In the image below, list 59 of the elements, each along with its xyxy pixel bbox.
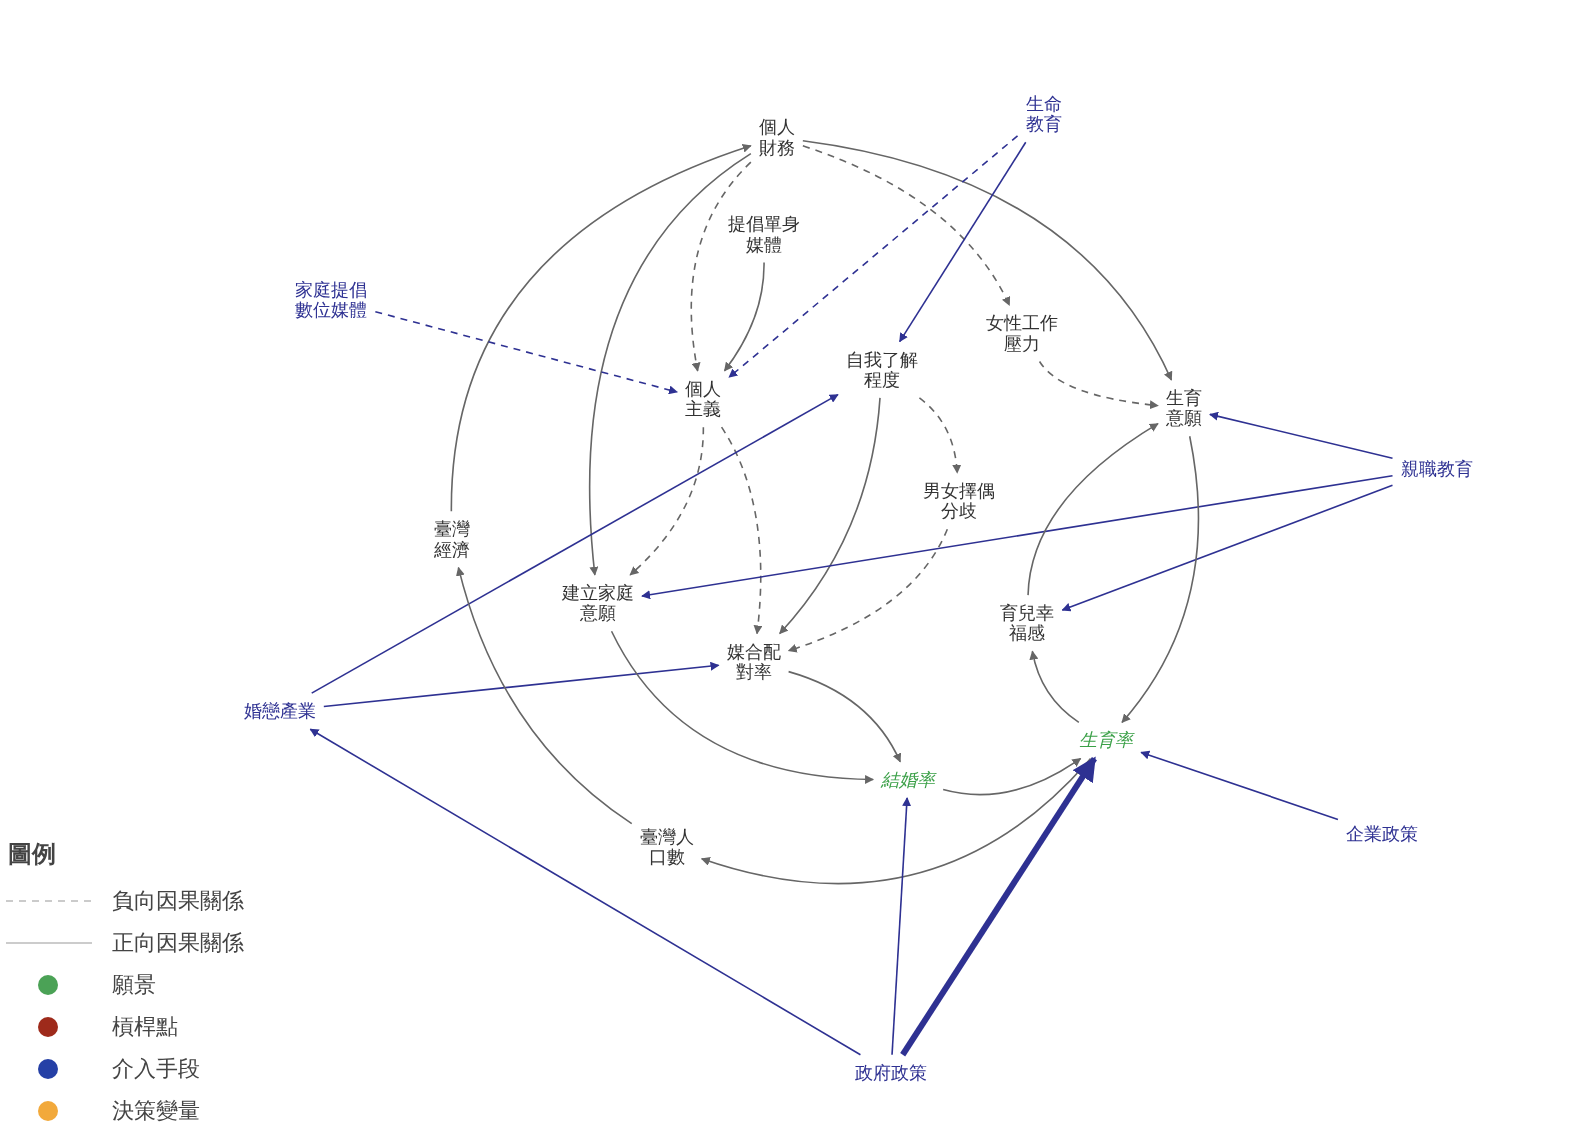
variable-label: 家庭提倡數位媒體: [293, 277, 370, 323]
variable-label: 育兒幸福感: [998, 601, 1057, 646]
variable-label: 生育率: [1077, 728, 1136, 753]
causal-arrow: [787, 528, 949, 653]
legend-label: 負向因果關係: [112, 887, 244, 915]
causal-arrow: [723, 261, 765, 372]
variable-label: 生命教育: [1023, 92, 1064, 137]
variable-label: 男女擇偶分歧: [920, 478, 997, 524]
variable-label: 女性工作壓力: [984, 311, 1061, 356]
causal-arrow: [374, 310, 678, 395]
causal-arrow: [778, 397, 881, 635]
legend-label: 正向因果關係: [112, 929, 244, 957]
causal-arrow: [323, 661, 720, 708]
causal-arrow: [690, 161, 752, 372]
variable-label: 自我了解程度: [843, 347, 920, 392]
causal-arrow: [310, 393, 839, 694]
causal-arrow: [309, 728, 862, 1056]
variable-label: 臺灣經濟: [431, 517, 472, 562]
causal-arrow: [456, 566, 633, 825]
causal-arrow: [720, 426, 763, 635]
variable-label: 企業政策: [1343, 822, 1420, 847]
causal-arrow: [1209, 411, 1394, 459]
legend-label: 介入手段: [112, 1055, 200, 1083]
causal-arrow: [942, 757, 1082, 796]
variable-label: 生育意願: [1163, 385, 1204, 431]
causal-arrow: [1038, 360, 1159, 410]
causal-arrow: [629, 426, 705, 576]
variable-label: 臺灣人口數: [637, 824, 696, 869]
causal-arrow: [802, 145, 1011, 306]
causal-arrow: [1140, 750, 1339, 821]
legend-label: 決策變量: [112, 1097, 200, 1125]
causal-arrow: [898, 141, 1027, 343]
variable-label: 婚戀產業: [241, 699, 318, 724]
causal-arrow: [918, 397, 961, 474]
causal-arrow: [1029, 650, 1080, 724]
causal-arrow: [1027, 422, 1159, 596]
causal-arrow: [641, 474, 1394, 600]
variable-label: 個人財務: [756, 115, 797, 160]
variable-label: 個人主義: [683, 376, 724, 422]
causal-arrow: [787, 670, 901, 763]
causal-arrow: [900, 756, 1097, 1057]
legend-label: 槓桿點: [112, 1013, 178, 1041]
causal-arrow: [728, 135, 1019, 379]
causal-arrow: [700, 757, 1092, 885]
variable-label: 親職教育: [1398, 456, 1475, 481]
legend-title: 圖例: [8, 839, 56, 870]
causal-arrow: [802, 139, 1173, 381]
causal-arrow: [610, 630, 875, 784]
causal-arrow: [891, 797, 912, 1056]
causal-arrow: [450, 144, 752, 513]
causal-arrow: [588, 152, 752, 576]
causal-arrow: [1121, 435, 1200, 724]
variable-label: 政府政策: [853, 1060, 929, 1085]
variable-label: 結婚率: [879, 767, 938, 792]
variable-label: 建立家庭意願: [560, 580, 637, 626]
variable-label: 媒合配對率: [724, 639, 783, 684]
legend-label: 願景: [112, 971, 156, 999]
causal-arrow: [1061, 484, 1394, 612]
variable-label: 提倡單身媒體: [725, 212, 802, 257]
